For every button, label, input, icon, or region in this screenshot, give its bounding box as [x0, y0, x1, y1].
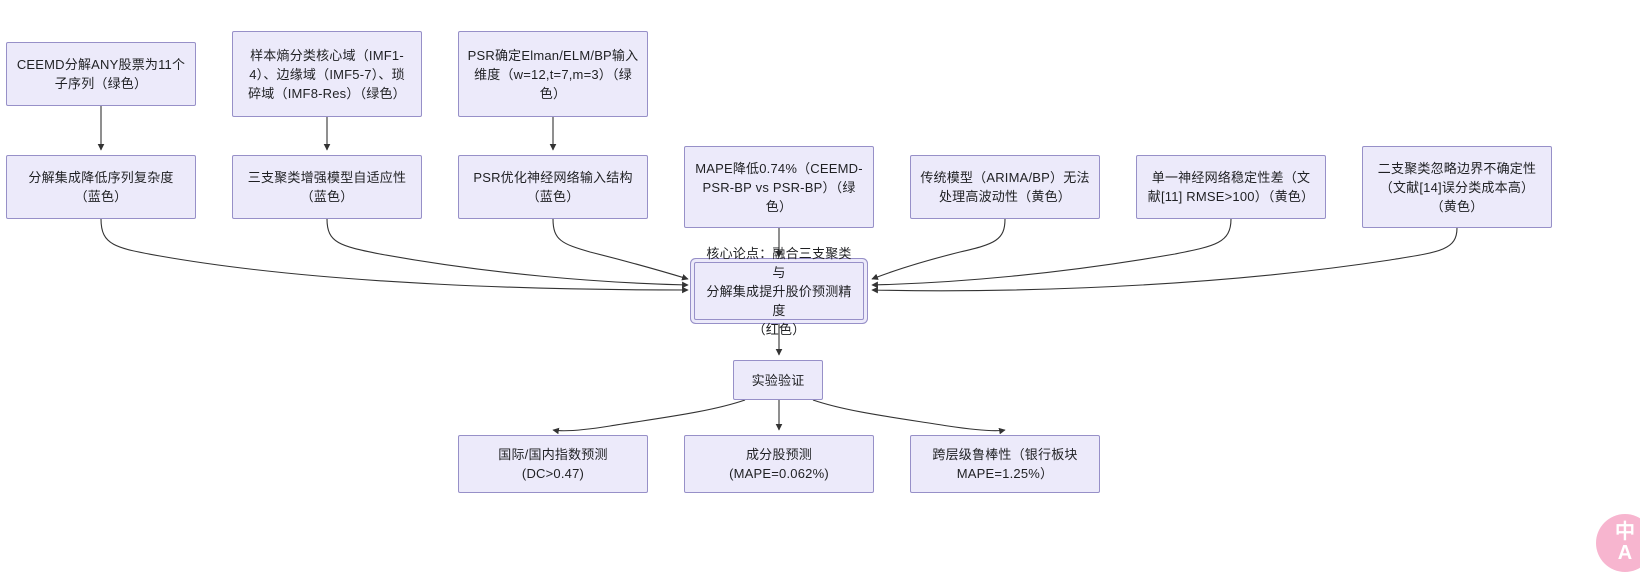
node-constituent-stock-result[interactable]: 成分股预测 (MAPE=0.062%) — [684, 435, 874, 493]
node-label: 国际/国内指数预测 (DC>0.47) — [498, 447, 608, 481]
watermark-line2: A — [1617, 542, 1633, 564]
node-label: CEEMD分解ANY股票为11个 子序列（绿色） — [16, 57, 186, 91]
edge-n5-n11 — [326, 218, 689, 289]
node-label: PSR确定Elman/ELM/BP输入 维度（w=12,t=7,m=3）（绿 色… — [467, 47, 639, 101]
node-ceemd-decomposition[interactable]: CEEMD分解ANY股票为11个 子序列（绿色） — [6, 42, 196, 106]
node-label: 三支聚类增强模型自适应性 （蓝色） — [247, 170, 407, 204]
node-label: 二支聚类忽略边界不确定性 （文献[14]误分类成本高） （黄色） — [1377, 160, 1537, 214]
edge-n6-n11 — [552, 218, 689, 281]
node-label: 跨层级鲁棒性（银行板块 MAPE=1.25%） — [932, 447, 1078, 481]
node-label: 分解集成降低序列复杂度 （蓝色） — [28, 170, 174, 204]
edge-n8-n11 — [871, 218, 1006, 280]
node-label: MAPE降低0.74%（CEEMD- PSR-BP vs PSR-BP）（绿 色… — [695, 160, 863, 214]
node-label: 核心论点：融合三支聚类与 分解集成提升股价预测精度 （红色） — [706, 245, 852, 337]
node-label: PSR优化神经网络输入结构 （蓝色） — [473, 170, 633, 204]
node-single-nn-instability-gap[interactable]: 单一神经网络稳定性差（文 献[11] RMSE>100）（黄色） — [1136, 155, 1326, 219]
node-experimental-validation[interactable]: 实验验证 — [733, 360, 823, 400]
node-index-forecast-result[interactable]: 国际/国内指数预测 (DC>0.47) — [458, 435, 648, 493]
node-core-claim[interactable]: 核心论点：融合三支聚类与 分解集成提升股价预测精度 （红色） — [694, 246, 864, 337]
node-traditional-model-gap[interactable]: 传统模型（ARIMA/BP）无法 处理高波动性（黄色） — [910, 155, 1100, 219]
edge-n12-n13 — [552, 399, 746, 435]
edge-n12-n15 — [812, 399, 1006, 435]
node-psr-input-dimension[interactable]: PSR确定Elman/ELM/BP输入 维度（w=12,t=7,m=3）（绿 色… — [458, 31, 648, 117]
edge-n10-n11 — [871, 227, 1458, 294]
edge-n9-n11 — [871, 218, 1232, 289]
node-two-way-clustering-gap[interactable]: 二支聚类忽略边界不确定性 （文献[14]误分类成本高） （黄色） — [1362, 146, 1552, 228]
node-label: 实验验证 — [751, 372, 805, 388]
node-sample-entropy-classification[interactable]: 样本熵分类核心域（IMF1- 4）、边缘域（IMF5-7）、琐 碎域（IMF8-… — [232, 31, 422, 117]
node-label: 传统模型（ARIMA/BP）无法 处理高波动性（黄色） — [920, 170, 1090, 204]
edge-n4-n11 — [100, 218, 689, 294]
node-label: 成分股预测 (MAPE=0.062%) — [729, 447, 829, 481]
node-psr-optimizes-nn-input[interactable]: PSR优化神经网络输入结构 （蓝色） — [458, 155, 648, 219]
node-three-way-clustering-adaptivity[interactable]: 三支聚类增强模型自适应性 （蓝色） — [232, 155, 422, 219]
node-mape-improvement[interactable]: MAPE降低0.74%（CEEMD- PSR-BP vs PSR-BP）（绿 色… — [684, 146, 874, 228]
watermark-badge: 中 A — [1596, 514, 1640, 572]
node-label: 单一神经网络稳定性差（文 献[11] RMSE>100）（黄色） — [1147, 170, 1315, 204]
watermark-line1: 中 — [1615, 521, 1635, 543]
node-cross-level-robustness-result[interactable]: 跨层级鲁棒性（银行板块 MAPE=1.25%） — [910, 435, 1100, 493]
node-label: 样本熵分类核心域（IMF1- 4）、边缘域（IMF5-7）、琐 碎域（IMF8-… — [248, 47, 406, 101]
node-decomposition-reduces-complexity[interactable]: 分解集成降低序列复杂度 （蓝色） — [6, 155, 196, 219]
